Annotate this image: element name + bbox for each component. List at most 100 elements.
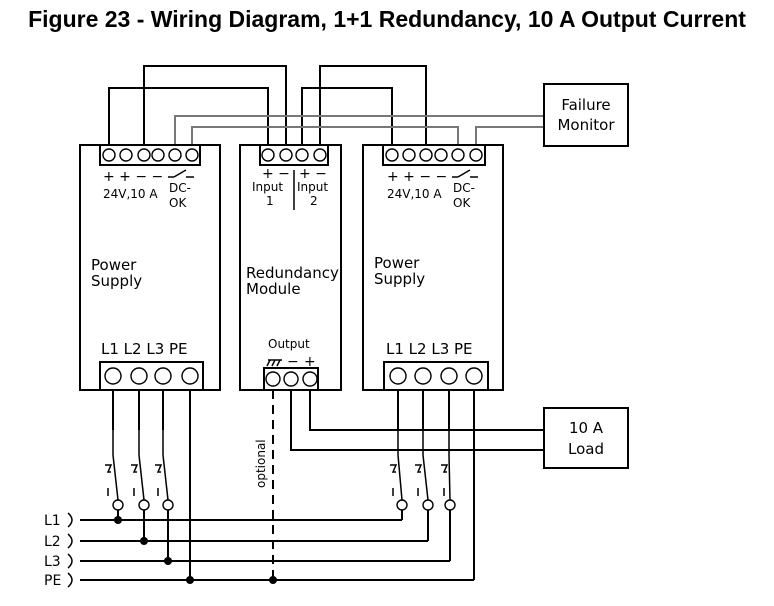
terminal-screw [385,148,399,162]
terminal-screw [302,371,318,387]
input1-polarity: + − [262,166,290,182]
terminal-screw [389,367,407,385]
terminal-screw [151,148,165,162]
dc-wiring [108,65,427,150]
bus-labels: L1 L2 L3 PE [44,512,73,589]
wire-input2-plus-to-right [301,87,393,150]
terminal-screw [295,148,309,162]
power-supply-name: Supply [91,272,142,290]
breaker-switch-icon [155,430,174,511]
terminal-screw [440,367,458,385]
terminal-screw [283,371,299,387]
bus-connector-icon [67,553,73,569]
terminal-screw [414,367,432,385]
failure-monitor-label: Failure [561,96,610,114]
terminal-screw [130,367,148,385]
right-ac-drops [397,390,475,580]
terminal-screw [265,371,281,387]
terminal-screw [137,148,151,162]
left-ac-drops [112,390,191,580]
terminal-screw [119,148,133,162]
terminal-screw [185,148,199,162]
terminal-screw [434,148,448,162]
power-supply-left: + + − − 24V,10 A DC- OK Power Supply L1 … [79,144,221,391]
junction-pe-optional [269,576,277,584]
breaker-switch-icon [415,430,434,511]
right-breaker-switches [390,430,456,511]
terminal-screw [102,148,116,162]
module-name: Redundancy [246,264,339,282]
failure-monitor-label: Monitor [557,116,615,134]
wire-input2-minus-to-right [319,65,427,150]
breaker-switch-icon [105,430,124,511]
wire-left-dcok-b [191,126,459,150]
input2-label: Input [297,180,328,194]
breaker-switch-icon [441,430,456,511]
power-supply-name: Supply [374,270,425,288]
junction-dots [114,516,277,584]
optional-label: optional [254,439,268,488]
ac-terminals-left [104,367,199,385]
input2-polarity: + − [299,166,327,182]
terminal-screw [402,148,416,162]
power-supply-right: + + − − 24V,10 A DC- OK Power Supply L1 … [362,144,504,391]
output-label: Output [268,337,310,351]
rating-label: 24V,10 A [103,187,158,201]
left-breaker-switches [105,430,174,511]
wire-output-minus-to-load [290,390,544,451]
power-supply-name: Power [91,256,137,274]
terminal-screw [419,148,433,162]
module-name: Module [246,280,301,298]
terminal-screw [181,367,199,385]
output-plus-label: + [304,354,316,370]
redundancy-module-box [239,144,342,391]
dcok-switch-icon [452,169,478,178]
bus-label-l2: L2 [44,534,61,550]
junction-l1 [114,516,122,524]
dcok-label: DC- [169,181,191,195]
ac-terminals-right [389,367,483,385]
phase-labels: L1 L2 L3 PE [101,340,188,358]
polarity-label: + + − − [103,169,163,185]
terminal-screw [261,148,275,162]
ground-icon [266,359,282,367]
terminal-screw [154,367,172,385]
terminal-screw [313,148,327,162]
input1-label: Input [252,180,283,194]
dc-terminals-left [102,148,199,162]
figure-title: Figure 23 - Wiring Diagram, 1+1 Redundan… [28,6,746,32]
output-wiring [272,390,544,580]
ac-bus [80,519,474,581]
bus-label-l1: L1 [44,513,61,529]
wire-left-plus-to-input1 [108,87,269,150]
failure-monitor: Failure Monitor [543,83,629,147]
load-box [543,407,629,469]
load-label: 10 A [569,419,604,437]
failure-monitor-box [543,83,629,147]
bus-connector-icon [67,572,73,588]
terminal-screw [465,367,483,385]
dcok-label: OK [453,196,471,210]
breaker-switch-icon [390,430,408,511]
bus-label-pe: PE [44,573,61,589]
wire-output-plus-to-load [309,390,544,431]
input-terminal-block [259,144,329,166]
redundancy-module: + − Input 1 + − Input 2 Redundancy Modul… [239,144,342,391]
terminal-screw [279,148,293,162]
output-minus-label: − [287,354,299,370]
phase-labels: L1 L2 L3 PE [386,340,473,358]
input-terminals [261,148,327,162]
bus-label-l3: L3 [44,554,61,570]
wire-left-dcok-a [174,115,544,150]
dcok-wiring [174,115,544,150]
load-label: Load [568,440,604,458]
terminal-screw [451,148,465,162]
junction-l2 [140,537,148,545]
wire-left-minus-to-input1 [143,65,287,150]
input1-label: 1 [266,194,274,208]
dcok-switch-icon [168,169,194,178]
terminal-screw [104,367,122,385]
dcok-label: DC- [453,181,475,195]
power-supply-name: Power [374,254,420,272]
